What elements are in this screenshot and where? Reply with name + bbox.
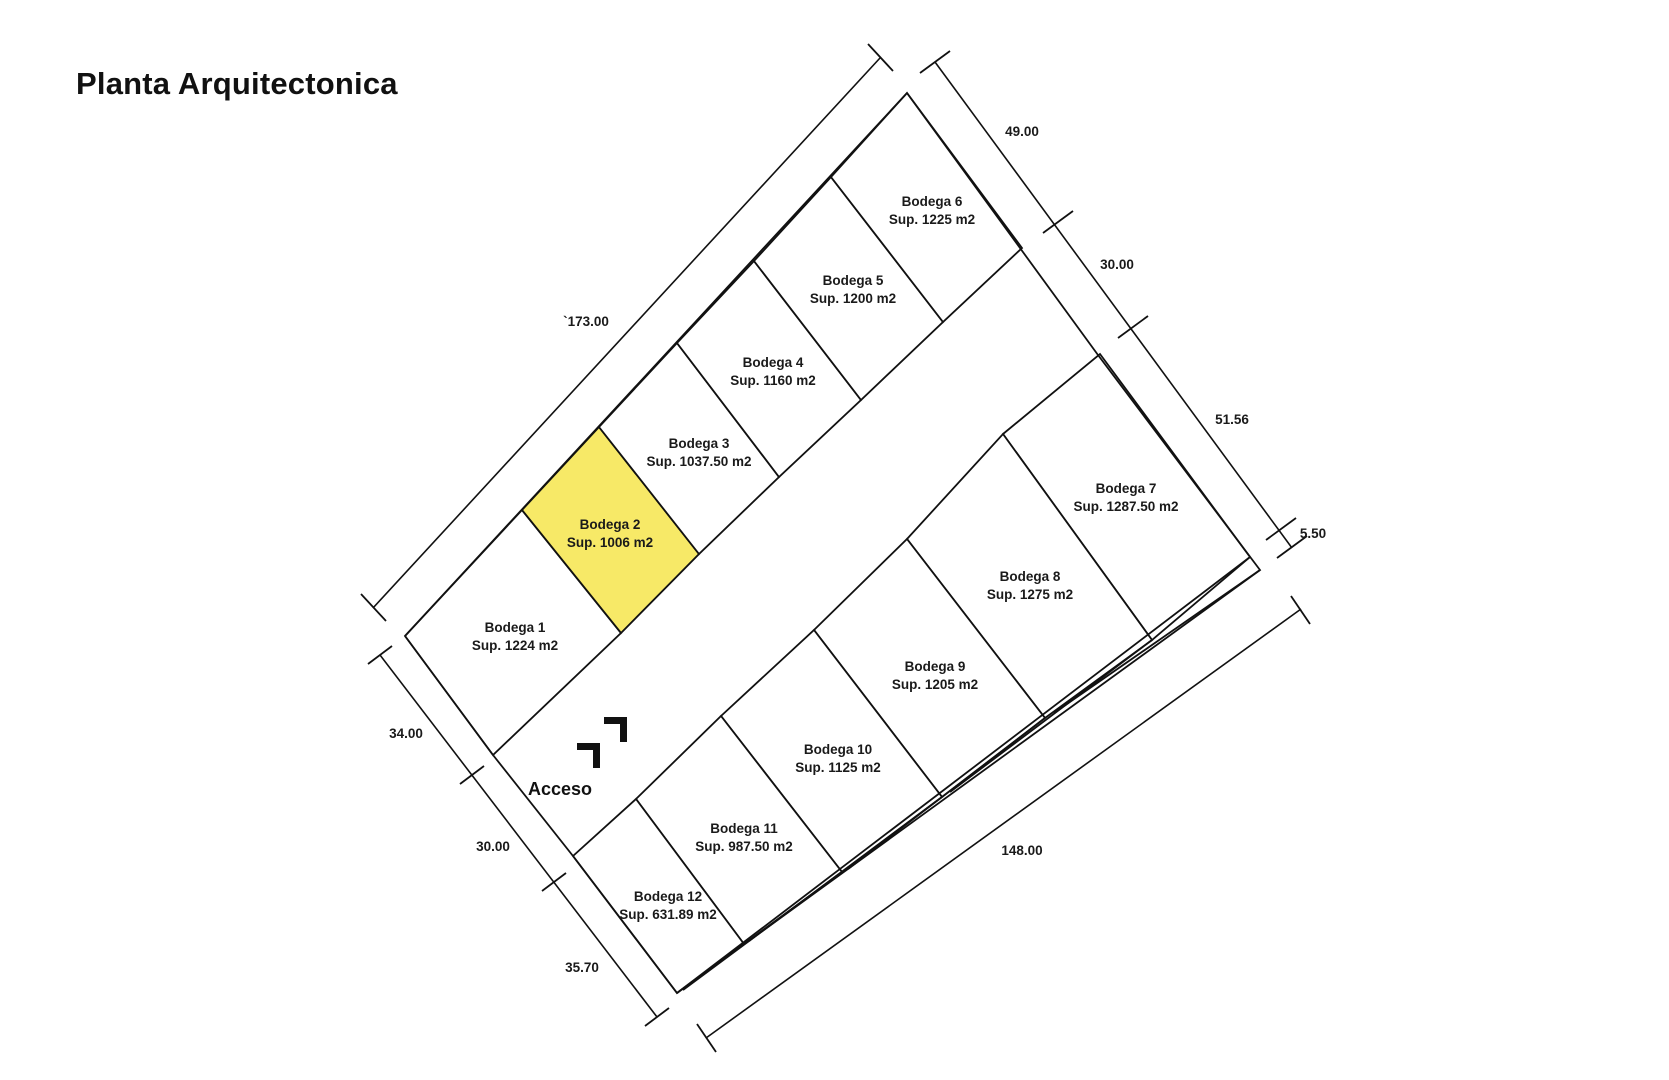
dimension-label-top: `173.00: [563, 314, 609, 329]
lot-name: Bodega 1: [485, 620, 546, 635]
lot-name: Bodega 5: [823, 273, 884, 288]
lot-area: Sup. 631.89 m2: [619, 907, 717, 922]
access-arrow-icon: [604, 717, 627, 742]
dimension-label-right-mid: 30.00: [1100, 257, 1134, 272]
lot-area: Sup. 1287.50 m2: [1073, 499, 1178, 514]
lot-name: Bodega 3: [669, 436, 730, 451]
lot-area: Sup. 1125 m2: [795, 760, 881, 775]
dimension-label-left-bottom: 35.70: [565, 960, 599, 975]
access-label: Acceso: [528, 779, 592, 799]
lot-area: Sup. 1006 m2: [567, 535, 653, 550]
lot-boundary-7-8: [949, 639, 1153, 793]
lot-area: Sup. 1200 m2: [810, 291, 896, 306]
lot-name: Bodega 7: [1096, 481, 1157, 496]
dimension-line-bottom: [705, 608, 1302, 1039]
lot-name: Bodega 9: [905, 659, 966, 674]
lot-area: Sup. 1205 m2: [892, 677, 978, 692]
lot-area: Sup. 1225 m2: [889, 212, 975, 227]
dimension-label-bottom: 148.00: [1001, 843, 1042, 858]
access-arrow-icon: [577, 743, 600, 768]
service-strip-line: [676, 556, 1251, 994]
lot-boundary-7-end: [1053, 569, 1261, 714]
lot-name: Bodega 12: [634, 889, 702, 904]
lot-area: Sup. 1160 m2: [730, 373, 816, 388]
dimension-line-left: [379, 654, 658, 1018]
dimension-line-right: [934, 61, 1293, 549]
lot-name: Bodega 11: [710, 821, 778, 836]
dimension-label-right-end: 5.50: [1300, 526, 1326, 541]
lot-name: Bodega 6: [902, 194, 963, 209]
lot-area: Sup. 987.50 m2: [695, 839, 793, 854]
dimension-label-right-lower: 51.56: [1215, 412, 1249, 427]
lot-area: Sup. 1037.50 m2: [646, 454, 751, 469]
site-outline: [404, 91, 1262, 995]
page-title: Planta Arquitectonica: [76, 66, 398, 101]
lot-name: Bodega 2: [580, 517, 641, 532]
dimension-line-top: [372, 57, 881, 609]
lot-name: Bodega 8: [1000, 569, 1061, 584]
lot-boundary-8-9: [847, 717, 1046, 870]
dimension-label-left-top: 34.00: [389, 726, 423, 741]
lot-name: Bodega 10: [804, 742, 872, 757]
lot-name: Bodega 4: [743, 355, 804, 370]
dimension-label-left-mid: 30.00: [476, 839, 510, 854]
lot-area: Sup. 1224 m2: [472, 638, 558, 653]
lot-area: Sup. 1275 m2: [987, 587, 1073, 602]
dimension-label-right-top: 49.00: [1005, 124, 1039, 139]
